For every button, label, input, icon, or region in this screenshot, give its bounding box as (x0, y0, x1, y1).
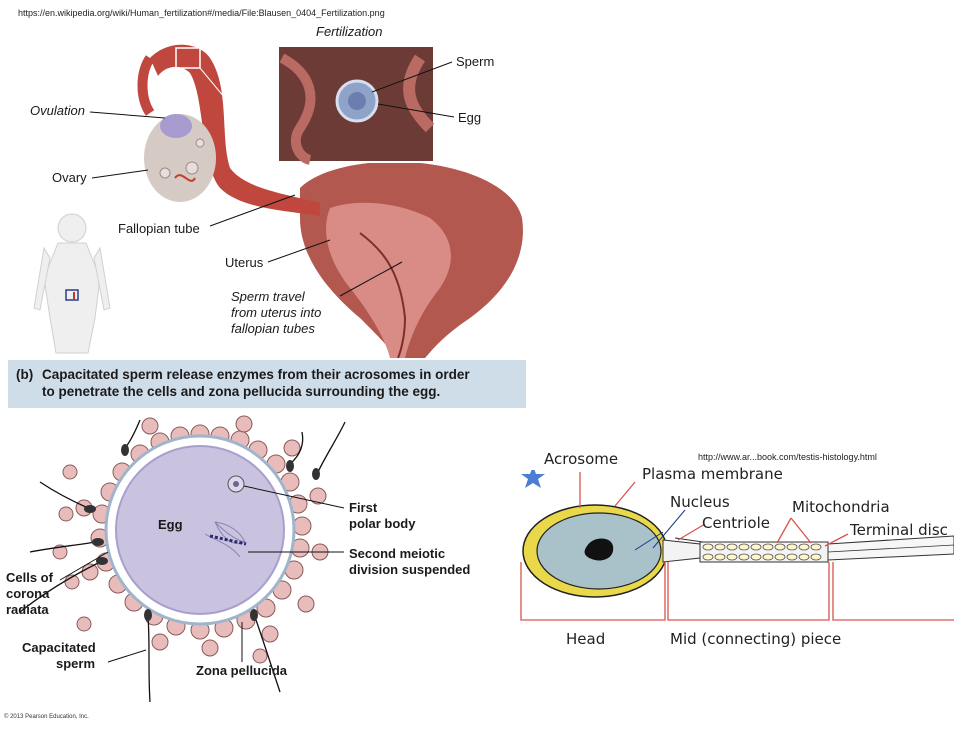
label-zona-pellucida: Zona pellucida (196, 663, 288, 678)
label-corona-1: Cells of (6, 570, 53, 585)
source-url-sperm: http://www.ar...book.com/testis-histolog… (698, 452, 877, 462)
label-corona-2: corona (6, 586, 50, 601)
nucleus-dark (584, 538, 614, 561)
label-mid-piece: Mid (connecting) piece (670, 630, 842, 648)
sperm-tail (827, 535, 954, 561)
label-head: Head (566, 630, 606, 648)
label-second-meiotic-1: Second meiotic (349, 546, 446, 561)
sperm-diagram (520, 470, 954, 621)
copyright: © 2013 Pearson Education, Inc. (4, 714, 89, 720)
label-acrosome: Acrosome (544, 450, 619, 468)
label-ovulation: Ovulation (30, 103, 85, 118)
label-sperm-travel-3: fallopian tubes (231, 321, 315, 336)
caption-line-2: to penetrate the cells and zona pellucid… (42, 384, 441, 399)
label-ovary: Ovary (52, 170, 87, 185)
label-capacitated-1: Capacitated (22, 640, 96, 655)
label-corona-3: radiata (6, 602, 49, 617)
label-sperm-travel-2: from uterus into (231, 305, 322, 320)
source-url-top: https://en.wikipedia.org/wiki/Human_fert… (18, 8, 385, 18)
label-sperm: Sperm (456, 54, 495, 69)
fallopian-tube-shape (150, 44, 320, 217)
caption-tag: (b) (16, 367, 34, 382)
label-second-meiotic-2: division suspended (349, 562, 471, 577)
label-first-polar-2: polar body (349, 516, 416, 531)
ovary-shape (144, 114, 216, 202)
caption-bar (8, 360, 526, 408)
section-brackets (520, 562, 954, 621)
fertilization-leaders (89, 61, 455, 297)
label-egg-cell: Egg (158, 517, 183, 532)
fertilization-title: Fertilization (316, 24, 383, 39)
egg-diagram (19, 415, 346, 703)
label-uterus: Uterus (225, 255, 264, 270)
label-first-polar-1: First (349, 500, 378, 515)
label-nucleus: Nucleus (670, 493, 730, 511)
body-silhouette (33, 213, 111, 354)
star-icon (521, 470, 545, 488)
label-terminal-disc: Terminal disc (850, 521, 948, 539)
label-sperm-travel-1: Sperm travel (231, 289, 305, 304)
caption: (b) Capacitated sperm release enzymes fro… (16, 366, 470, 400)
label-plasma-membrane: Plasma membrane (642, 465, 783, 483)
label-fallopian-tube: Fallopian tube (118, 221, 200, 236)
label-centriole: Centriole (702, 514, 770, 532)
label-egg-top: Egg (458, 110, 482, 125)
fertilization-illustration (33, 44, 523, 358)
label-capacitated-2: sperm (56, 656, 96, 671)
egg-cell (115, 445, 285, 615)
caption-line-1: Capacitated sperm release enzymes from t… (42, 367, 470, 382)
label-mitochondria: Mitochondria (792, 498, 890, 516)
